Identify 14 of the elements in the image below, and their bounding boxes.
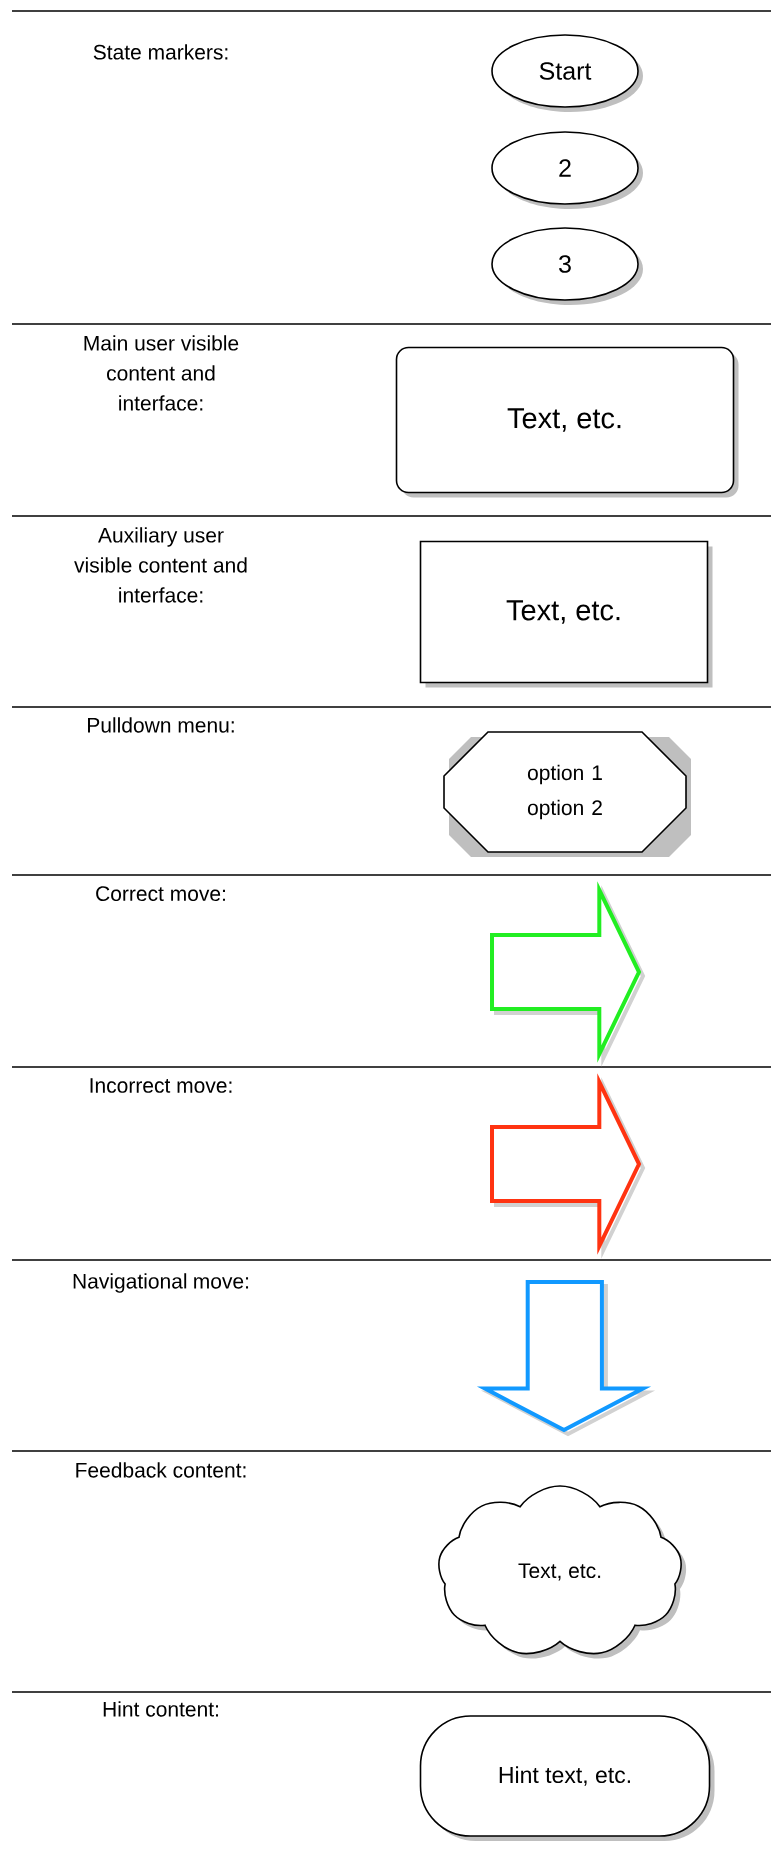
pulldown-menu-box: option 1 option 2	[443, 731, 691, 857]
row-label: Pulldown menu:	[88, 717, 234, 733]
row-label: State markers:	[93, 44, 228, 60]
row-label: Main user visible content and interface:	[84, 335, 239, 411]
row-label: Correct move:	[96, 886, 225, 902]
row-label: Feedback content:	[76, 1462, 246, 1478]
feedback-cloud: Text, etc.	[438, 1485, 687, 1659]
row-label: Incorrect move:	[90, 1078, 232, 1093]
row-label: Navigational move:	[73, 1273, 249, 1293]
content-box: Text, etc.	[419, 540, 713, 688]
rounded-content-box: Text, etc.	[395, 346, 739, 498]
hint-box: Hint text, etc.	[419, 1715, 715, 1841]
row-label: Hint content:	[103, 1701, 218, 1717]
row-label: Auxiliary user visible content and interface:	[74, 527, 247, 603]
